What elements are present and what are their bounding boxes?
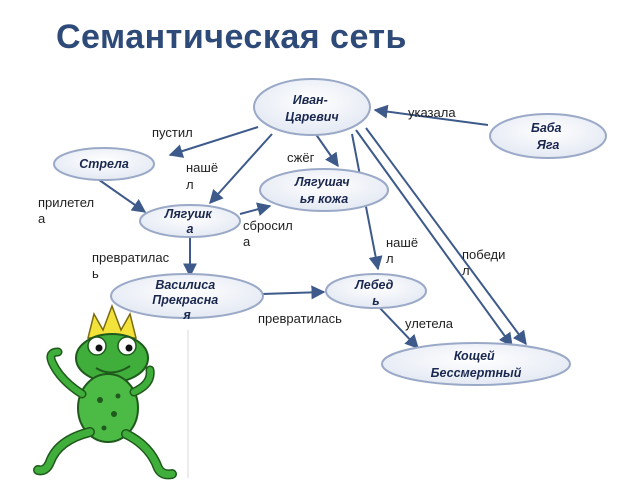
- svg-text:Стрела: Стрела: [79, 157, 129, 171]
- svg-text:Кощей Бессмертный: Кощей Бессмертный: [431, 349, 522, 380]
- edge-strela-lyagushka: [94, 176, 147, 213]
- edge-label-nashel-2: нашё л: [386, 235, 422, 266]
- frog-with-crown-icon: [33, 303, 189, 480]
- edge-lebed-koschei: [377, 305, 419, 350]
- node-vasilisa-prekrasnaya[interactable]: Василиса Прекрасна я: [110, 273, 264, 322]
- edge-baba-ivan: [373, 104, 489, 126]
- nodes: Иван- Царевич Баба Яга Стрела Лягушач ья…: [53, 78, 607, 386]
- edge-ivan-strela: [168, 126, 259, 158]
- edge-lyagushka-kozha: [239, 202, 272, 217]
- edges: [94, 104, 527, 350]
- edge-label-szheg: сжёг: [287, 150, 315, 165]
- node-lyagushachya-kozha[interactable]: Лягушач ья кожа: [259, 168, 389, 212]
- edge-label-pobedil: победи л: [462, 247, 509, 278]
- edge-vasilisa-lebed: [261, 285, 326, 300]
- svg-text:Лягушк а: Лягушк а: [164, 207, 216, 236]
- svg-text:Баба Яга: Баба Яга: [531, 121, 565, 152]
- edge-label-priletela: прилетел а: [38, 195, 98, 226]
- edge-label-pustil: пустил: [152, 125, 193, 140]
- node-lebed[interactable]: Лебед ь: [325, 273, 427, 309]
- edge-label-prevratilas-1: превратилас ь: [92, 250, 173, 281]
- edge-ivan-koschei-1: [355, 129, 513, 348]
- svg-text:Василиса Прекрасна: Василиса Прекрасна я: [152, 278, 221, 322]
- edge-label-uletela: улетела: [405, 316, 454, 331]
- node-lyagushka[interactable]: Лягушк а: [139, 204, 241, 238]
- edge-ivan-kozha: [314, 132, 339, 168]
- edge-label-prevratilas-2: превратилась: [258, 311, 342, 326]
- svg-text:Лягушач ья кожа: Лягушач ья кожа: [294, 175, 353, 206]
- svg-text:Лебед ь: Лебед ь: [354, 278, 397, 308]
- svg-text:Иван- Царевич: Иван- Царевич: [285, 93, 339, 124]
- edge-label-nashel-1: нашё л: [186, 160, 222, 192]
- node-strela[interactable]: Стрела: [53, 147, 155, 181]
- node-baba-yaga[interactable]: Баба Яга: [489, 113, 607, 159]
- edge-ivan-lyagushka: [209, 133, 273, 205]
- edge-label-ukazala: указала: [408, 105, 456, 120]
- page-title: Семантическая сеть: [56, 18, 407, 56]
- edge-label-sbrosila: сбросил а: [243, 218, 296, 249]
- node-koschei-bessmertny[interactable]: Кощей Бессмертный: [381, 342, 571, 386]
- edge-ivan-koschei-2: [365, 127, 527, 346]
- edge-labels: указала пустил сжёг нашё л прилетел а сб…: [38, 105, 509, 331]
- node-ivan-tsarevich[interactable]: Иван- Царевич: [253, 78, 371, 136]
